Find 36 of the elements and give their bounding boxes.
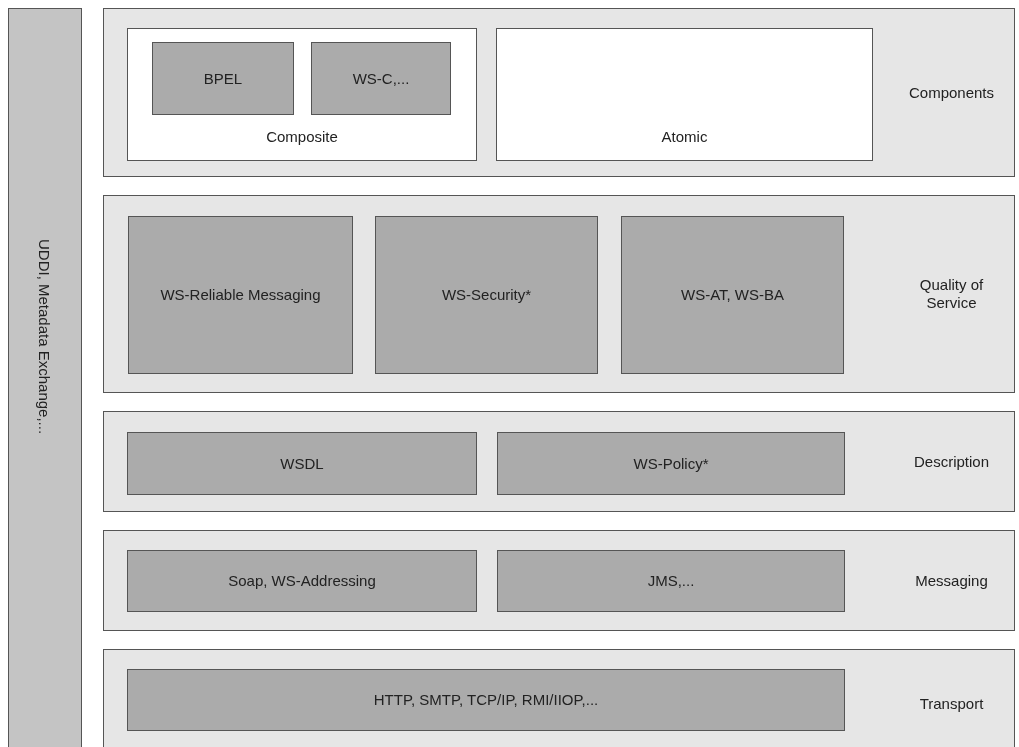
- module-label: JMS,...: [646, 572, 696, 590]
- module-box: [311, 42, 451, 115]
- group-label: Atomic: [660, 128, 709, 146]
- module-box: [497, 550, 845, 612]
- module-label: Soap, WS-Addressing: [227, 572, 377, 590]
- module-box: [375, 216, 598, 374]
- module-label: WS-C,...: [351, 69, 411, 88]
- layer-label: Components: [907, 83, 996, 102]
- module-box: [621, 216, 844, 374]
- module-box: [127, 550, 477, 612]
- layer-band: [103, 8, 1015, 177]
- group-box: [496, 28, 873, 161]
- layer-band: [103, 530, 1015, 631]
- module-box: [127, 432, 477, 495]
- module-box: [127, 669, 845, 731]
- module-box: [128, 216, 353, 374]
- layer-label: Messaging: [914, 571, 989, 590]
- module-label: WS-Policy*: [632, 454, 710, 473]
- module-label: WS-AT, WS-BA: [679, 286, 786, 304]
- module-box: [152, 42, 294, 115]
- layer-band: [103, 195, 1015, 393]
- layer-band: [103, 411, 1015, 512]
- module-label: WS-Security*: [440, 286, 533, 304]
- module-label: BPEL: [202, 69, 244, 88]
- layer-band: [103, 649, 1015, 747]
- module-box: [497, 432, 845, 495]
- layer-label: Transport: [918, 695, 985, 713]
- layer-label: Description: [913, 452, 990, 471]
- module-label: HTTP, SMTP, TCP/IP, RMI/IIOP,...: [372, 691, 600, 709]
- group-label: Composite: [265, 128, 339, 146]
- module-label: WSDL: [279, 454, 325, 473]
- side-label: UDDI, Metadata Exchange,...: [35, 239, 53, 435]
- side-bar: [8, 8, 82, 747]
- module-label: WS-Reliable Messaging: [159, 286, 322, 304]
- layer-label: Quality of Service: [918, 276, 985, 312]
- group-box: [127, 28, 477, 161]
